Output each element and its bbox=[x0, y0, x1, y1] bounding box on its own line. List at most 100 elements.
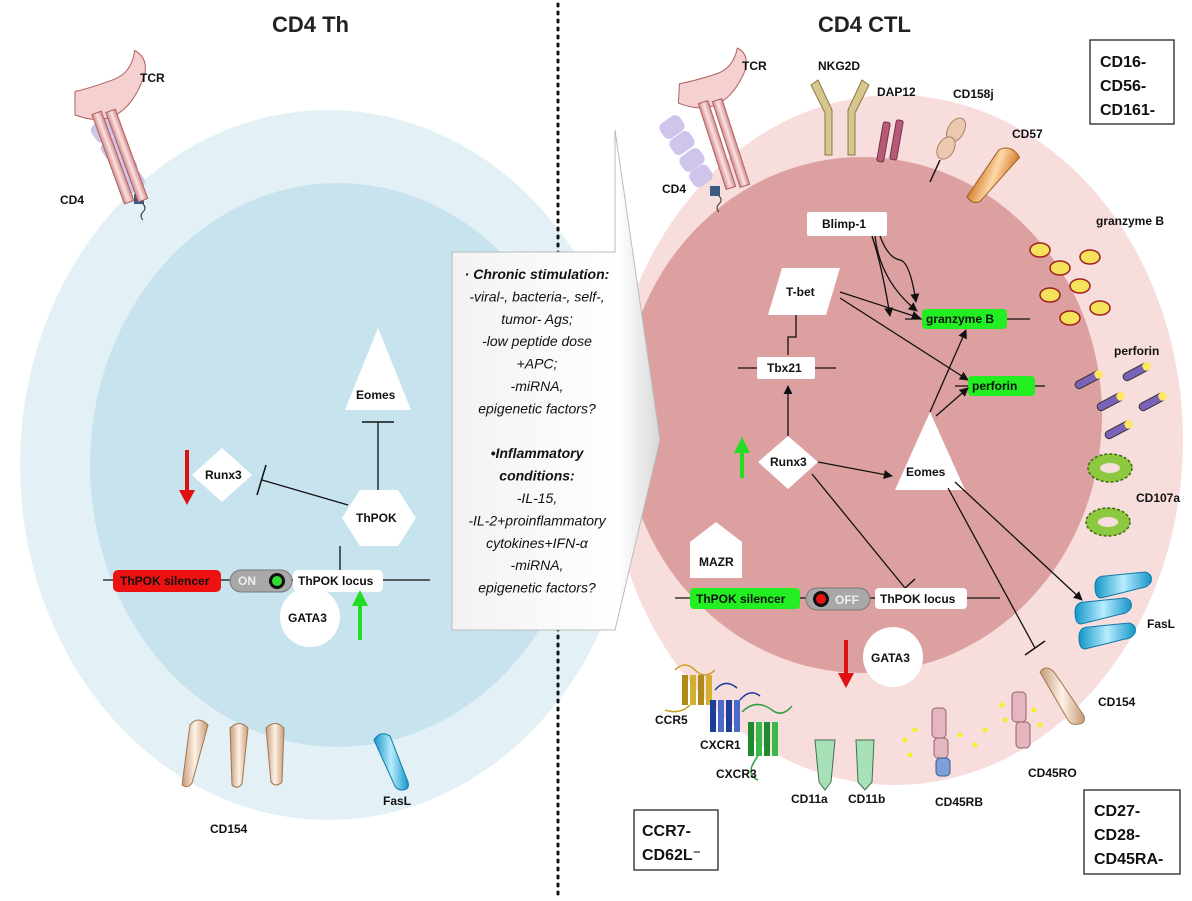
runx3-label-right: Runx3 bbox=[770, 455, 807, 469]
thpok-label: ThPOK bbox=[356, 511, 397, 525]
conditions-line: -IL-2+proinflammatory bbox=[468, 512, 606, 528]
granzyme-gene bbox=[922, 309, 1007, 329]
tbet-label: T-bet bbox=[786, 285, 815, 299]
thpok-node bbox=[342, 490, 416, 546]
off-label: OFF bbox=[835, 593, 859, 607]
cd154-left bbox=[181, 719, 285, 788]
cd107a-label: CD107a bbox=[1136, 491, 1180, 505]
fasl-right bbox=[1074, 571, 1152, 650]
box-top-right: CD16- CD56- CD161- bbox=[1089, 39, 1175, 125]
thpok-silencer-right bbox=[690, 588, 800, 609]
cd45ro-label: CD45RO bbox=[1028, 766, 1077, 780]
dap12 bbox=[876, 119, 904, 163]
box-bottom-left: CCR7- CD62L⁻ bbox=[633, 809, 719, 871]
eomes-node-right bbox=[895, 412, 965, 490]
blimp1-label: Blimp-1 bbox=[822, 217, 866, 231]
thpok-silencer-label-left: ThPOK silencer bbox=[120, 574, 210, 588]
cxcr3 bbox=[741, 703, 793, 781]
granzyme-b-label: granzyme B bbox=[1096, 214, 1164, 228]
cd4-receptor-right bbox=[659, 115, 722, 213]
tcr-receptor-left bbox=[74, 49, 149, 205]
dap12-label: DAP12 bbox=[877, 85, 916, 99]
perforin-gene-label: perforin bbox=[972, 379, 1017, 393]
conditions-line: -low peptide dose bbox=[482, 333, 592, 349]
cd11b-label: CD11b bbox=[848, 792, 885, 806]
gata3-label-right: GATA3 bbox=[871, 651, 910, 665]
conditions-line: cytokines+IFN-α bbox=[486, 535, 589, 551]
conditions-line: epigenetic factors? bbox=[478, 580, 596, 596]
cd57-label: CD57 bbox=[1012, 127, 1043, 141]
on-label: ON bbox=[238, 574, 256, 588]
box-bottom-right: CD27- CD28- CD45RA- bbox=[1083, 789, 1181, 875]
conditions-line: -miRNA, bbox=[511, 378, 564, 394]
cd45ro bbox=[999, 691, 1043, 749]
box-bottom-left-line-1: CCR7- bbox=[642, 823, 691, 840]
tbet-node bbox=[768, 268, 840, 315]
runx3-node-left bbox=[192, 448, 252, 502]
runx3-label-left: Runx3 bbox=[205, 468, 242, 482]
cd154-label-right: CD154 bbox=[1098, 695, 1136, 709]
thpok-silencer-left bbox=[113, 570, 221, 592]
conditions-line: -IL-15, bbox=[517, 490, 557, 506]
tbx21-label: Tbx21 bbox=[767, 361, 802, 375]
cd4-label-right: CD4 bbox=[662, 182, 686, 196]
blimp1-node bbox=[807, 212, 887, 236]
perforin-gene bbox=[968, 376, 1035, 396]
left-title: CD4 Th bbox=[272, 12, 349, 37]
cd158j-label: CD158j bbox=[953, 87, 994, 101]
perforin-molecules bbox=[1074, 362, 1167, 440]
tcr-label-right: TCR bbox=[742, 59, 767, 73]
gata3-node-left bbox=[280, 587, 340, 647]
cd154-label-left: CD154 bbox=[210, 822, 248, 836]
cd57 bbox=[966, 147, 1021, 204]
granzyme-gene-label: granzyme B bbox=[926, 312, 994, 326]
ccr5 bbox=[664, 664, 716, 713]
conditions-line: +APC; bbox=[517, 356, 558, 372]
cd158j bbox=[929, 117, 966, 183]
transition-arrow bbox=[451, 129, 661, 631]
fasl-label-left: FasL bbox=[383, 794, 411, 808]
thpok-locus-label-right: ThPOK locus bbox=[880, 592, 956, 606]
cd45rb-label: CD45RB bbox=[935, 795, 983, 809]
eomes-node-left bbox=[345, 328, 411, 410]
cxcr1-label: CXCR1 bbox=[700, 738, 741, 752]
tcr-label-left: TCR bbox=[140, 71, 165, 85]
cd11a bbox=[814, 739, 836, 791]
conditions-line: -miRNA, bbox=[511, 557, 564, 573]
box-bottom-right-line-1: CD27- bbox=[1094, 803, 1140, 820]
cd154-right bbox=[1039, 667, 1085, 725]
conditions-text: · Chronic stimulation: -viral-, bacteria-… bbox=[465, 266, 610, 596]
cxcr1 bbox=[710, 682, 761, 732]
gata3-label-left: GATA3 bbox=[288, 611, 327, 625]
conditions-line: •Inflammatory bbox=[491, 445, 585, 461]
box-top-right-line-2: CD56- bbox=[1100, 78, 1146, 95]
thpok-locus-left bbox=[293, 570, 383, 592]
mazr-node bbox=[690, 522, 742, 578]
box-top-right-line-1: CD16- bbox=[1100, 54, 1146, 71]
tcr-receptor-right bbox=[677, 47, 751, 190]
eomes-label-right: Eomes bbox=[906, 465, 946, 479]
box-bottom-right-line-2: CD28- bbox=[1094, 827, 1140, 844]
granzyme-b-granules bbox=[1029, 242, 1111, 326]
box-bottom-right-line-3: CD45RA- bbox=[1094, 851, 1163, 868]
gata3-node-right bbox=[863, 627, 923, 687]
conditions-line: epigenetic factors? bbox=[478, 400, 596, 416]
conditions-line: · Chronic stimulation: bbox=[465, 266, 610, 282]
fasl-left bbox=[373, 733, 409, 791]
box-bottom-left-line-2: CD62L⁻ bbox=[642, 847, 701, 864]
fasl-label-right: FasL bbox=[1147, 617, 1175, 631]
cxcr3-label: CXCR3 bbox=[716, 767, 757, 781]
box-top-right-line-3: CD161- bbox=[1100, 102, 1155, 119]
cd11a-label: CD11a bbox=[791, 792, 828, 806]
cd107a bbox=[1085, 453, 1133, 537]
cd11b bbox=[855, 739, 875, 791]
conditions-line: -viral-, bacteria-, self-, bbox=[469, 288, 604, 304]
eomes-label-left: Eomes bbox=[356, 388, 396, 402]
nkg2d-label: NKG2D bbox=[818, 59, 860, 73]
runx3-node-right bbox=[758, 436, 818, 489]
cd4-label-left: CD4 bbox=[60, 193, 84, 207]
nkg2d-receptor bbox=[810, 79, 870, 156]
perforin-label: perforin bbox=[1114, 344, 1159, 358]
tbx21-node bbox=[757, 357, 815, 379]
